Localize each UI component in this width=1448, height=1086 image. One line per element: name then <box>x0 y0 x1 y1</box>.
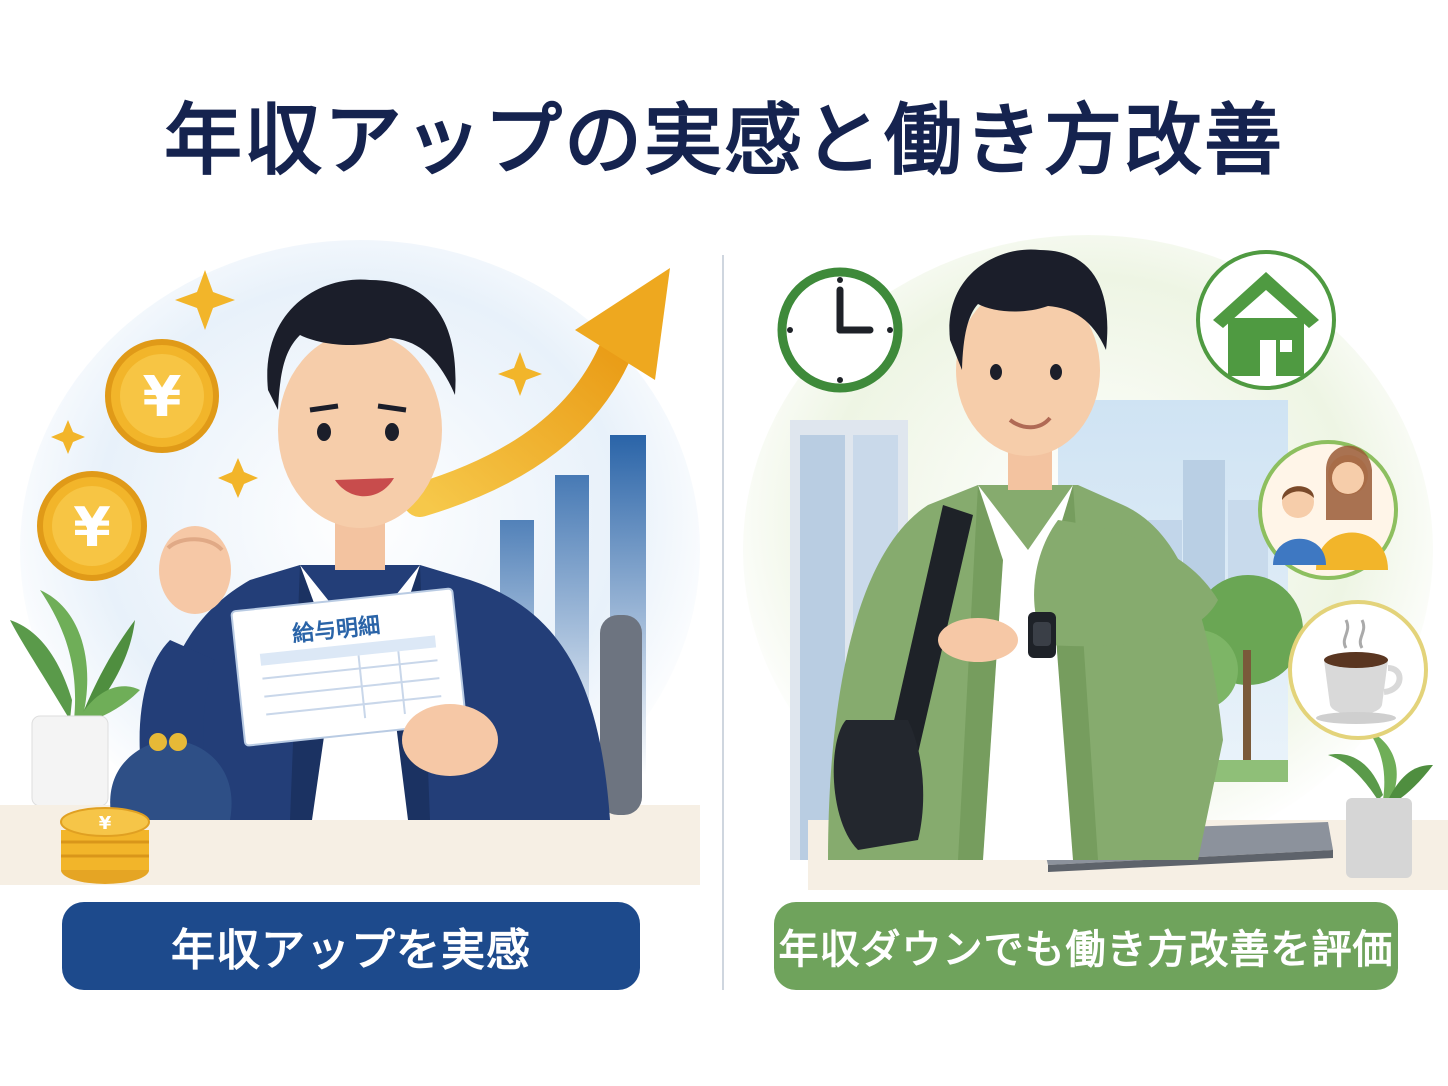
work-style-improvement-label: 年収ダウンでも働き方改善を評価 <box>774 902 1398 990</box>
coin-stack-icon: ¥ <box>60 807 150 884</box>
house-icon <box>1196 250 1336 390</box>
yen-coin-icon: ¥ <box>37 471 147 581</box>
svg-text:¥: ¥ <box>99 813 112 834</box>
svg-text:¥: ¥ <box>143 365 182 430</box>
work-style-illustration <box>728 220 1448 900</box>
panel-divider <box>722 255 724 990</box>
page-title: 年収アップの実感と働き方改善 <box>163 96 1284 186</box>
family-icon <box>1258 440 1398 580</box>
salary-up-illustration: ¥ ¥ <box>0 220 720 900</box>
yen-coin-icon: ¥ <box>105 339 219 453</box>
coffee-cup-icon <box>1288 600 1428 740</box>
clock-icon <box>777 267 903 393</box>
salary-up-label: 年収アップを実感 <box>62 902 640 990</box>
svg-text:¥: ¥ <box>73 496 111 559</box>
payslip-document <box>230 587 467 747</box>
